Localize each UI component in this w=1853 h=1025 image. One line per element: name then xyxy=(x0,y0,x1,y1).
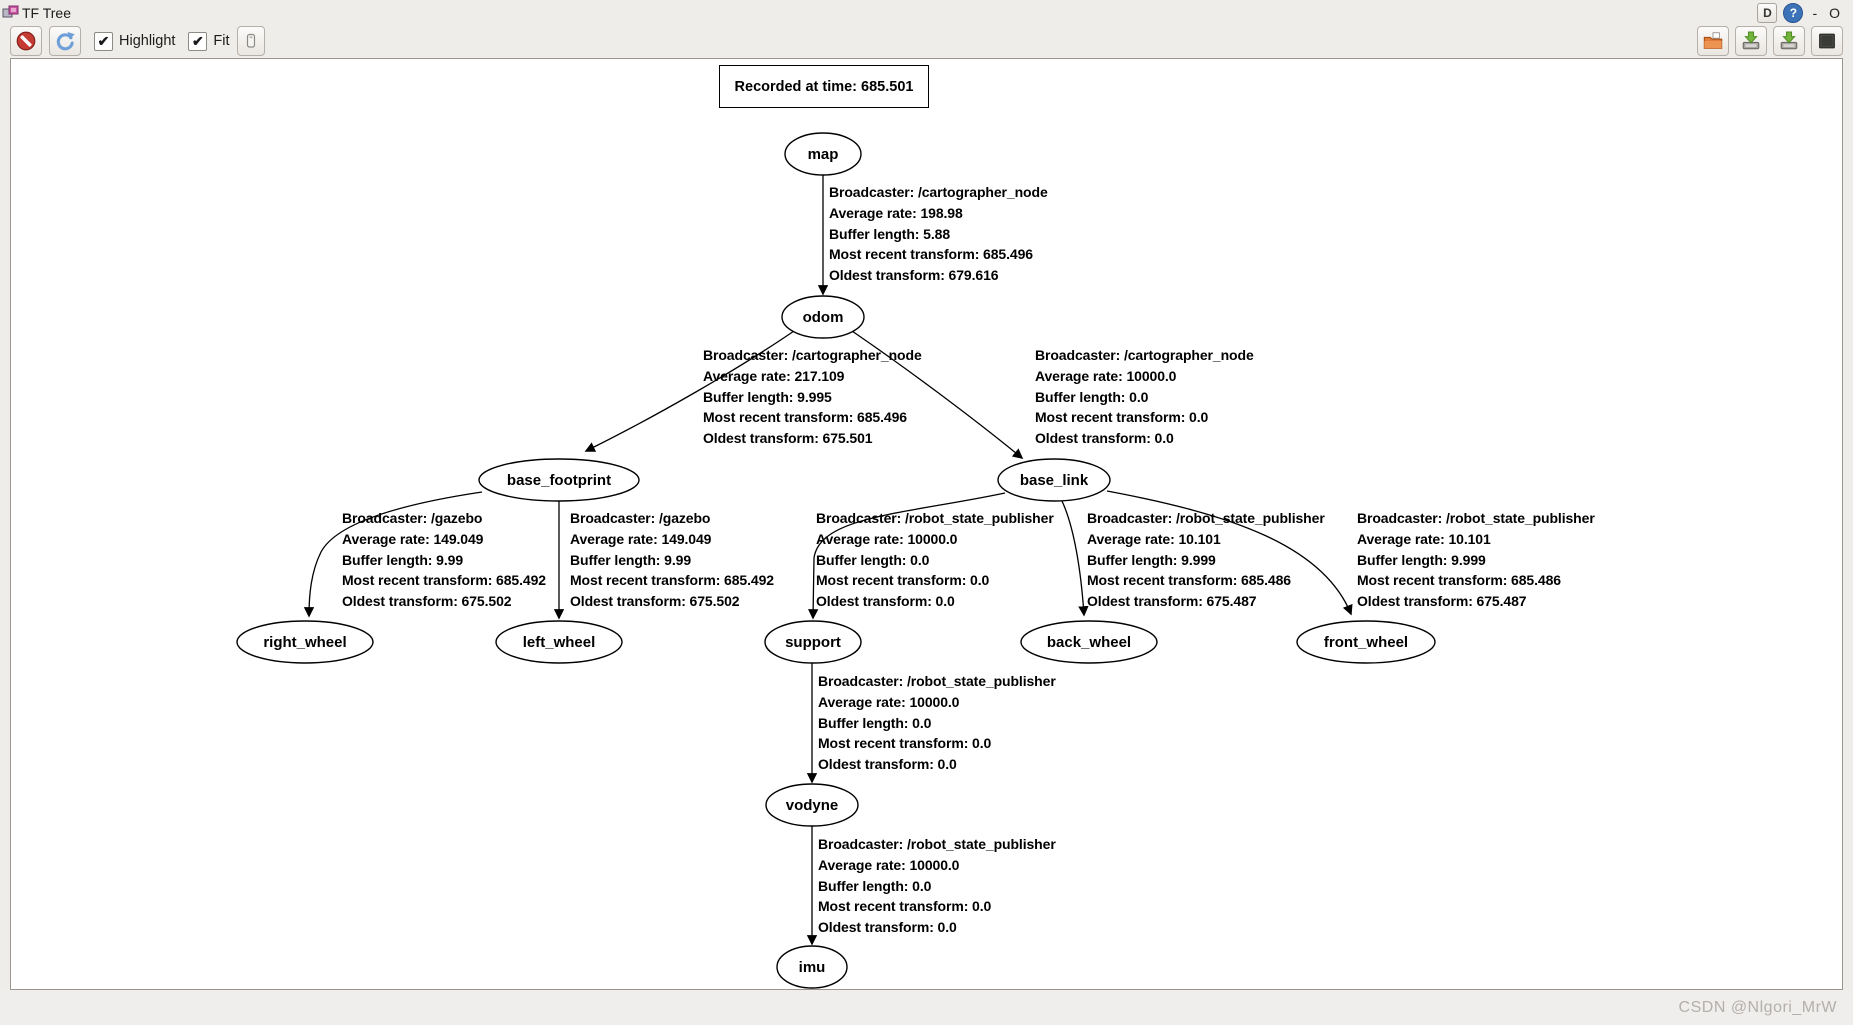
save-image-button[interactable] xyxy=(1773,26,1805,56)
snapshot-button[interactable] xyxy=(1811,26,1843,56)
fit-checkbox[interactable]: ✔ xyxy=(188,31,208,51)
highlight-checkbox[interactable]: ✔ xyxy=(94,31,113,51)
detach-button[interactable] xyxy=(236,26,265,56)
open-folder-icon xyxy=(1703,32,1723,49)
recorded-time-box: Recorded at time: 685.501 xyxy=(719,65,929,108)
toolbar: ✔ Highlight ✔ Fit xyxy=(0,24,1853,58)
detach-icon xyxy=(246,33,255,48)
stop-button[interactable] xyxy=(10,26,42,56)
highlight-checkbox-group[interactable]: ✔ Highlight xyxy=(94,31,176,51)
refresh-icon xyxy=(56,32,75,51)
fit-checkbox-group[interactable]: ✔ Fit xyxy=(188,31,230,51)
fit-label: Fit xyxy=(213,33,230,49)
refresh-button[interactable] xyxy=(49,26,81,56)
open-button[interactable] xyxy=(1697,26,1729,56)
window-title: TF Tree xyxy=(22,5,72,21)
save-icon xyxy=(1780,31,1798,50)
help-button[interactable]: ? xyxy=(1783,3,1804,23)
minimize-button[interactable]: - xyxy=(1812,5,1818,21)
close-button[interactable]: O xyxy=(1829,5,1840,21)
titlebar: TF Tree D ? - O xyxy=(0,0,1853,26)
highlight-label: Highlight xyxy=(119,33,176,49)
stop-icon xyxy=(16,31,36,51)
watermark-text: CSDN @Nlgori_MrW xyxy=(1678,998,1837,1016)
perspective-d-button[interactable]: D xyxy=(1757,3,1778,23)
save-graph-button[interactable] xyxy=(1735,26,1767,56)
bottom-bar: CSDN @Nlgori_MrW xyxy=(0,990,1853,1025)
save-icon xyxy=(1742,31,1760,50)
dark-square-icon xyxy=(1819,33,1835,49)
app-icon xyxy=(2,5,19,18)
